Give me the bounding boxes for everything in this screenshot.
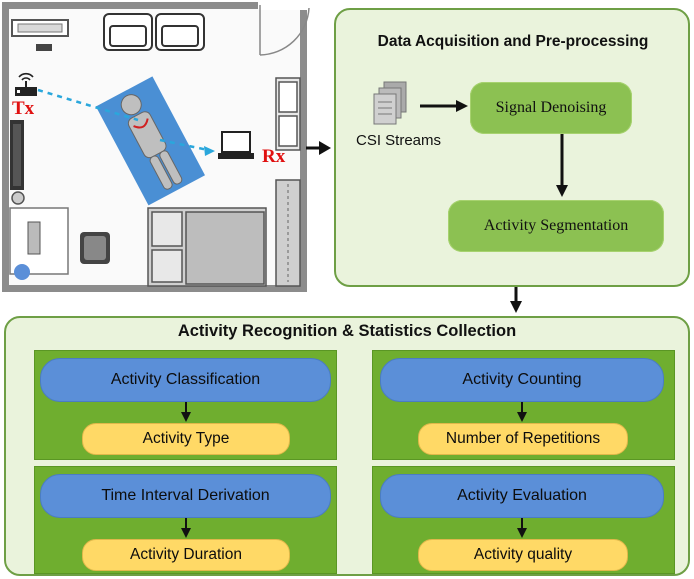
activity-evaluation-box: Activity Evaluation	[380, 474, 664, 518]
csi-streams-label: CSI Streams	[356, 132, 442, 149]
activity-type-box: Activity Type	[82, 423, 290, 455]
armchair-icon	[103, 13, 205, 51]
wifi-signal-path	[37, 88, 139, 122]
activity-counting-box: Activity Counting	[380, 358, 664, 402]
rx-label: Rx	[262, 146, 286, 167]
door-swing	[259, 5, 310, 56]
plant-icon	[14, 264, 30, 280]
room-furniture-drawing	[9, 0, 331, 287]
router-icon	[15, 72, 37, 96]
time-interval-derivation-box: Time Interval Derivation	[40, 474, 331, 518]
room-to-acquisition-arrow	[319, 141, 331, 155]
speaker-icon	[36, 44, 52, 51]
recognition-title: Activity Recognition & Statistics Collec…	[177, 322, 517, 340]
bed-icon	[147, 207, 267, 287]
person-on-mat-icon	[95, 76, 206, 206]
csi-to-denoising-arrow	[456, 100, 468, 112]
csi-document-icon	[373, 81, 407, 125]
laptop-icon	[218, 131, 254, 159]
door-opening	[258, 0, 310, 10]
number-of-repetitions-box: Number of Repetitions	[418, 423, 628, 455]
activity-duration-box: Activity Duration	[82, 539, 290, 571]
activity-segmentation-box: Activity Segmentation	[448, 200, 664, 252]
acquisition-to-recognition-arrow	[510, 301, 522, 313]
desk-icon	[9, 207, 69, 275]
signal-denoising-box: Signal Denoising	[470, 82, 632, 134]
acquisition-arrows	[420, 100, 568, 313]
denoising-to-segmentation-arrow	[556, 185, 568, 197]
tx-label: Tx	[12, 98, 35, 119]
wardrobe-icon	[275, 77, 301, 287]
activity-quality-box: Activity quality	[418, 539, 628, 571]
lamp-icon	[11, 191, 25, 205]
acquisition-title: Data Acquisition and Pre-processing	[377, 33, 649, 50]
activity-classification-box: Activity Classification	[40, 358, 331, 402]
